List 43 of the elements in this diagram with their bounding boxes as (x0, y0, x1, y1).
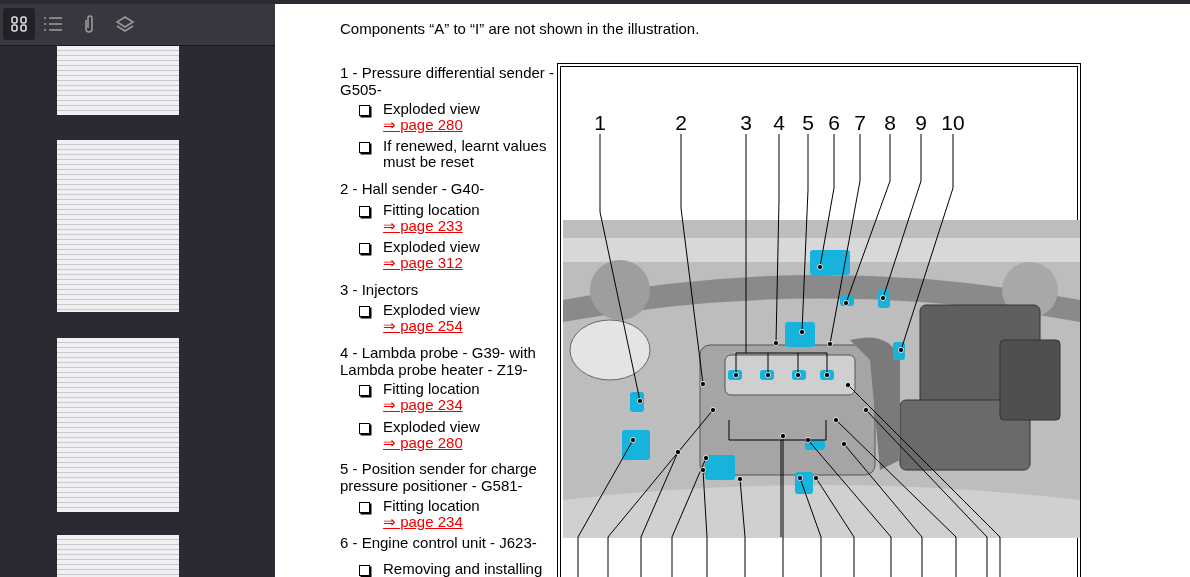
bullet-text: If renewed, learnt values must be reset (383, 138, 548, 170)
page-link: ⇒ page 254 (383, 317, 463, 334)
component-heading: 1 - Pressure differential sender - G505- (340, 64, 555, 98)
callout-number: 9 (915, 112, 927, 134)
bullet-text: Removing and installing (383, 561, 544, 577)
callout-number: 6 (828, 112, 840, 134)
instruction-note: Components “A” to “I” are not shown in the illustration. (340, 20, 700, 37)
callout-number: 8 (884, 112, 896, 134)
component-heading: 4 - Lambda probe - G39- with Lambda probe heater - Z19- (340, 344, 537, 378)
bullet-text: Fitting location (383, 202, 481, 218)
component-heading: 5 - Position sender for charge pressure positioner - G581- (340, 460, 538, 494)
callout-number: 1 (594, 112, 606, 134)
component-heading: 6 - Engine control unit - J623- (340, 534, 538, 551)
leader-line (898, 133, 954, 353)
callout-number: 4 (773, 112, 785, 134)
callout-number: 10 (941, 112, 965, 134)
leader-line (733, 133, 830, 378)
leader-line (827, 133, 861, 347)
component-heading: 2 - Hall sender - G40- (340, 180, 486, 197)
leader-line (843, 133, 891, 306)
bullet-text: Exploded view (383, 239, 481, 255)
leader-line (680, 133, 706, 387)
callout-number: 2 (675, 112, 687, 134)
bullet-text: Fitting location (383, 498, 481, 514)
page-link: ⇒ page 234 (383, 396, 463, 413)
bullet-text: Exploded view (383, 419, 481, 435)
callout-number: 3 (740, 112, 752, 134)
leader-line (880, 133, 922, 301)
page-link: ⇒ page 233 (383, 217, 463, 234)
bullet-text: Fitting location (383, 381, 481, 397)
leader-line (599, 133, 643, 404)
callout-number: 7 (854, 112, 866, 134)
bullet-text: Exploded view (383, 101, 481, 117)
leader-line (773, 133, 780, 346)
page-link: ⇒ page 234 (383, 513, 463, 530)
page-link: ⇒ page 280 (383, 434, 463, 451)
component-heading: 3 - Injectors (340, 281, 420, 298)
page-link: ⇒ page 280 (383, 116, 463, 133)
leader-line (799, 133, 809, 335)
page-link: ⇒ page 312 (383, 254, 463, 271)
bullet-text: Exploded view (383, 302, 481, 318)
leader-line (817, 133, 835, 270)
callout-number: 5 (802, 112, 814, 134)
